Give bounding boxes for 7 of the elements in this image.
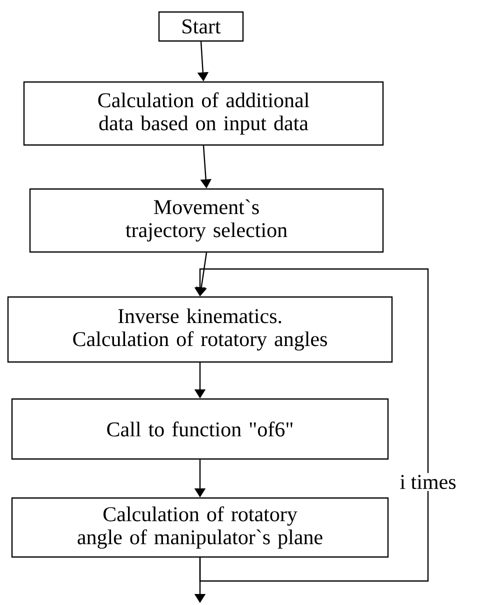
edge-label: i times bbox=[398, 472, 458, 492]
process-box: Inverse kinematics. Calculation of rotatory angles bbox=[7, 296, 393, 363]
start-box: Start bbox=[158, 11, 244, 42]
process-box: Calculation of rotatory angle of manipulator`s plane bbox=[11, 497, 389, 558]
process-box: Calculation of additional data based on input data bbox=[23, 81, 384, 146]
process-box: Call to function "of6" bbox=[11, 398, 389, 460]
process-box: Movement`s trajectory selection bbox=[29, 188, 384, 253]
